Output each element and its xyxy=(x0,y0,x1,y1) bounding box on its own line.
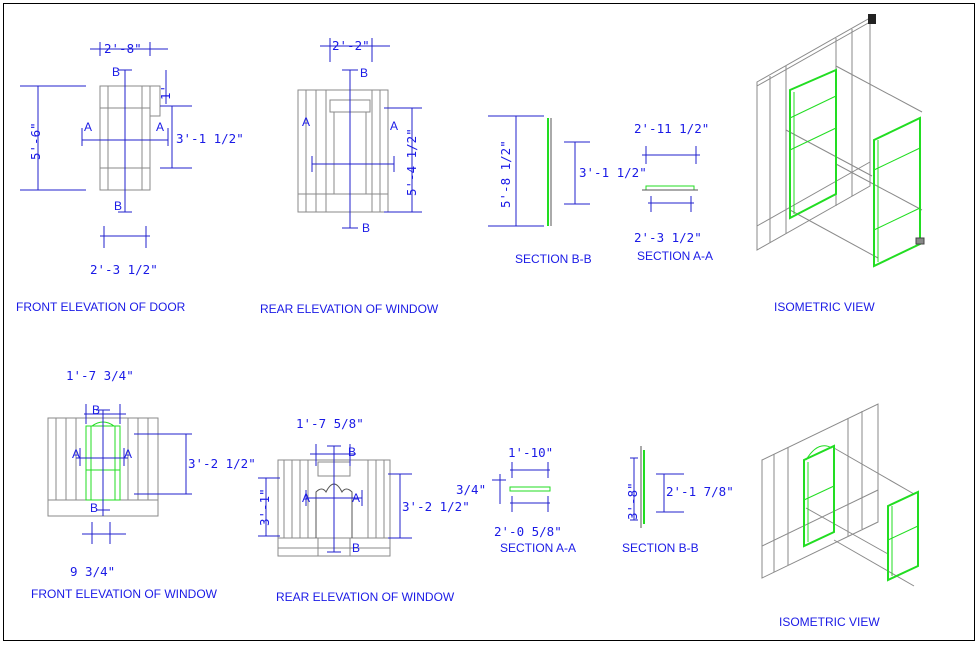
door-sec-b-top: B xyxy=(112,65,120,79)
win-rear-top-dim-height: 5'-4 1/2" xyxy=(404,128,419,196)
win-rear-bot-dim-width: 1'-7 5/8" xyxy=(296,416,364,431)
win-front-dim-width-top: 1'-7 3/4" xyxy=(66,368,134,383)
sec-aa-bot-title: SECTION A-A xyxy=(500,541,576,555)
win-rear-bot-sec-a-left: A xyxy=(302,491,310,505)
win-front-sec-b-bottom: B xyxy=(90,501,98,515)
win-rear-bot-sec-a-right: A xyxy=(352,491,360,505)
door-dim-small: 1' xyxy=(158,85,173,100)
win-rear-top-title: REAR ELEVATION OF WINDOW xyxy=(260,302,439,316)
section-bb-bottom: 3'-8" 2'-1 7/8" SECTION B-B xyxy=(622,446,734,555)
win-front-dim-width-bottom: 9 3/4" xyxy=(70,564,115,579)
isometric-view-top: ISOMETRIC VIEW xyxy=(756,14,925,314)
isometric-view-bottom: ISOMETRIC VIEW xyxy=(761,403,919,629)
door-front-elevation: 2'-8" 5'-6" 2'-3 1/2" 3'-1 1/2" 1' A A B… xyxy=(16,41,244,314)
sec-aa-top-title: SECTION A-A xyxy=(637,249,713,263)
sheet-border xyxy=(3,3,975,641)
door-dim-right: 3'-1 1/2" xyxy=(176,131,244,146)
sec-aa-top-dim-bottom: 2'-3 1/2" xyxy=(634,230,702,245)
win-front-sec-a-right: A xyxy=(124,447,132,461)
sec-aa-bot-dim-left: 3/4" xyxy=(456,482,486,497)
sec-aa-bot-dim-bottom: 2'-0 5/8" xyxy=(494,524,562,539)
door-dim-height: 5'-6" xyxy=(28,122,43,160)
win-rear-bot-dim-left: 3'-1" xyxy=(257,488,272,526)
door-front-title: FRONT ELEVATION OF DOOR xyxy=(16,300,186,314)
win-rear-top-dim-width: 2'-2" xyxy=(332,38,370,53)
door-sec-b-bottom: B xyxy=(114,199,122,213)
sec-bb-top-dim-inner: 3'-1 1/2" xyxy=(579,165,647,180)
win-rear-bot-dim-right: 3'-2 1/2" xyxy=(402,499,470,514)
win-rear-top-sec-b-top: B xyxy=(360,66,368,80)
door-dim-width-bottom: 2'-3 1/2" xyxy=(90,262,158,277)
sec-bb-bot-dim-right: 2'-1 7/8" xyxy=(666,484,734,499)
section-aa-top: 2'-11 1/2" 2'-3 1/2" SECTION A-A xyxy=(634,121,713,263)
win-rear-bot-sec-b-bottom: B xyxy=(352,541,360,555)
iso-bot-title: ISOMETRIC VIEW xyxy=(779,615,880,629)
window-rear-elevation-top: 2'-2" 5'-4 1/2" A A B B REAR ELEVATION O… xyxy=(260,38,439,316)
win-rear-bot-sec-b-top: B xyxy=(348,445,356,459)
win-front-dim-height: 3'-2 1/2" xyxy=(188,456,256,471)
win-front-sec-a-left: A xyxy=(72,447,80,461)
sec-bb-bot-title: SECTION B-B xyxy=(622,541,699,555)
window-front-elevation: 1'-7 3/4" 3'-2 1/2" 9 3/4" A A B B FRONT… xyxy=(31,368,256,601)
win-front-sec-b-top: B xyxy=(92,403,100,417)
win-front-title: FRONT ELEVATION OF WINDOW xyxy=(31,587,218,601)
section-bb-top: 5'-8 1/2" 3'-1 1/2" SECTION B-B xyxy=(488,115,647,266)
win-rear-top-sec-a-right: A xyxy=(390,119,398,133)
sec-bb-bot-dim-left: 3'-8" xyxy=(625,482,640,520)
sec-bb-top-title: SECTION B-B xyxy=(515,252,592,266)
sec-aa-bot-dim-top: 1'-10" xyxy=(508,445,553,460)
door-sec-a-left: A xyxy=(84,120,92,134)
sec-aa-top-dim-top: 2'-11 1/2" xyxy=(634,121,709,136)
win-rear-bot-title: REAR ELEVATION OF WINDOW xyxy=(276,590,455,604)
door-sec-a-right: A xyxy=(156,120,164,134)
sec-bb-top-dim-height: 5'-8 1/2" xyxy=(498,140,513,208)
win-rear-top-sec-a-left: A xyxy=(302,115,310,129)
win-rear-top-sec-b-bottom: B xyxy=(362,221,370,235)
door-dim-width-top: 2'-8" xyxy=(104,41,142,56)
iso-top-title: ISOMETRIC VIEW xyxy=(774,300,875,314)
window-rear-elevation-bottom: 1'-7 5/8" 3'-1" 3'-2 1/2" A A B B REAR E… xyxy=(257,416,470,604)
section-aa-bottom: 1'-10" 3/4" 2'-0 5/8" SECTION A-A xyxy=(456,445,576,555)
